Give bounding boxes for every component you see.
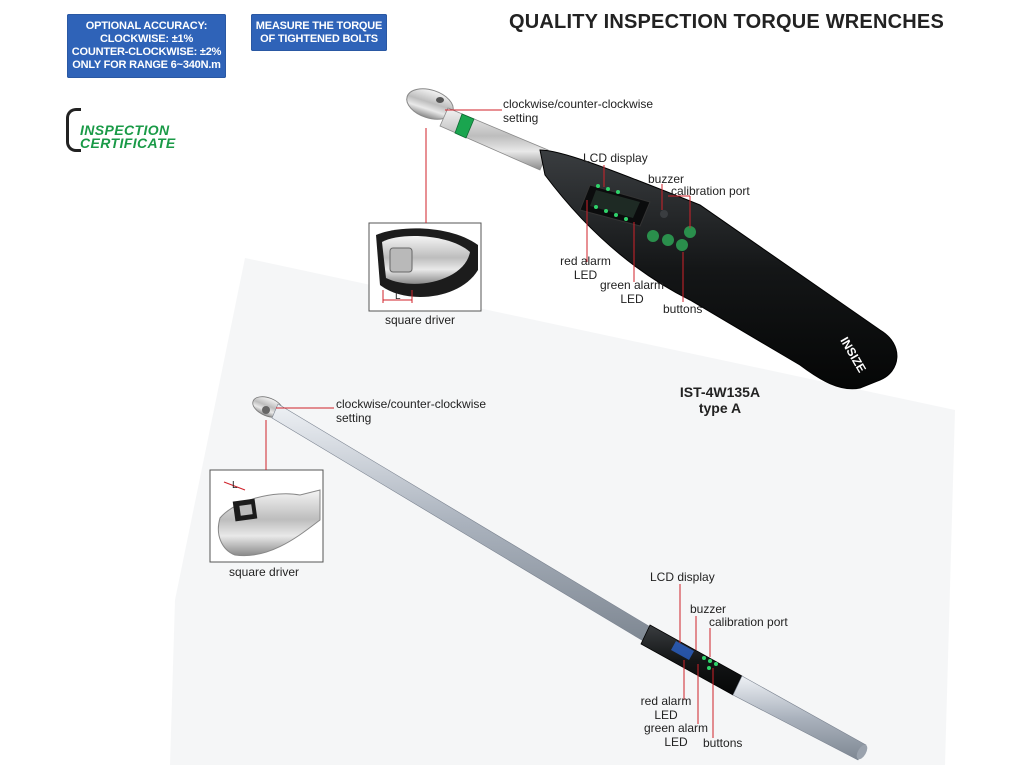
- top-buzzer-label: buzzer: [648, 172, 685, 186]
- top-buttons-label: buttons: [663, 302, 703, 316]
- badge-line: OF TIGHTENED BOLTS: [260, 32, 378, 45]
- bottom-calibration-label: calibration port: [709, 615, 788, 629]
- top-direction-label: clockwise/counter-clockwise setting: [503, 97, 654, 125]
- bottom-wrench: [252, 396, 868, 761]
- bottom-buttons-label: buttons: [703, 736, 743, 750]
- badge-line: COUNTER-CLOCKWISE: ±2%: [71, 46, 222, 58]
- bottom-green-alarm-label: green alarm LED: [643, 721, 709, 749]
- badge-line: ONLY FOR RANGE 6~340N.m: [72, 59, 221, 71]
- bottom-leader-lines: [265, 407, 714, 738]
- certificate-bracket: [66, 108, 81, 152]
- measure-badge: MEASURE THE TORQUE OF TIGHTENED BOLTS: [251, 14, 387, 51]
- inspection-certificate-logo: INSPECTION CERTIFICATE: [66, 108, 191, 152]
- bottom-dim-label: L: [232, 480, 238, 491]
- top-wrench: INSIZE: [406, 88, 898, 390]
- model-label: IST-4W135A type A: [679, 384, 761, 416]
- top-green-alarm-label: green alarm LED: [599, 278, 665, 306]
- top-red-alarm-label: red alarm LED: [560, 254, 611, 282]
- top-calibration-label: calibration port: [671, 184, 750, 198]
- top-square-driver-label: square driver: [385, 313, 456, 327]
- bottom-direction-label: clockwise/counter-clockwise setting: [336, 397, 487, 425]
- page-title: QUALITY INSPECTION TORQUE WRENCHES: [509, 11, 944, 33]
- certificate-line: INSPECTION: [80, 122, 170, 138]
- top-square-driver-inset: [368, 222, 482, 312]
- bottom-buzzer-label: buzzer: [690, 602, 727, 616]
- top-dim-label: L: [395, 291, 401, 302]
- bottom-square-driver-label: square driver: [229, 565, 300, 579]
- top-lcd-label: LCD display: [583, 151, 648, 165]
- bottom-red-alarm-label: red alarm LED: [640, 694, 692, 722]
- background-panel: [170, 258, 955, 765]
- bottom-lcd-label: LCD display: [650, 570, 715, 584]
- top-leader-lines: [425, 109, 691, 302]
- bottom-square-driver-inset: [209, 469, 324, 563]
- certificate-line: CERTIFICATE: [80, 135, 176, 151]
- accuracy-badge: OPTIONAL ACCURACY: CLOCKWISE: ±1% COUNTE…: [67, 14, 226, 78]
- badge-line: MEASURE THE TORQUE: [255, 19, 383, 32]
- badge-line: OPTIONAL ACCURACY:: [85, 20, 208, 32]
- badge-line: CLOCKWISE: ±1%: [99, 33, 194, 45]
